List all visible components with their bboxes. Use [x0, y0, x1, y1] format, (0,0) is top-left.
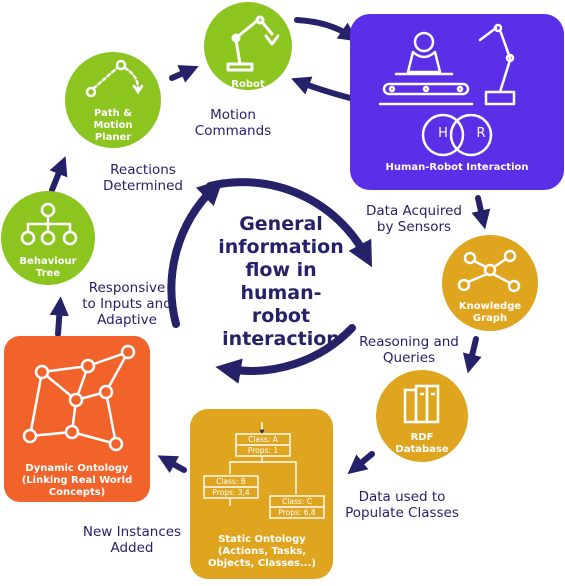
motion-commands-line-2: Commands [194, 123, 272, 139]
robot-label: Robot [231, 79, 265, 90]
dynamic-ontology-node [4, 336, 150, 502]
arrow-planer-to-robot [169, 65, 199, 83]
static-ontology-label: Static Ontology (Actions, Tasks, Objects… [200, 534, 324, 570]
arrow-robot-to-hri [294, 17, 358, 42]
title-line-5: interaction [222, 328, 340, 350]
hri-h-label: H [438, 126, 448, 141]
motion-commands-label: Motion Commands [188, 107, 278, 139]
arrow-tree-to-planer [49, 156, 68, 193]
path-motion-planer-node [65, 52, 161, 148]
title-line-3: flow in human- [240, 259, 322, 304]
rdf-database-node [376, 370, 468, 462]
kg-line-1: Knowledge [458, 301, 522, 312]
reactions-determined-label: Reactions Determined [96, 162, 190, 194]
network-icon [22, 344, 136, 452]
arrow-kg-to-rdf [462, 336, 482, 374]
arrow-static-to-dynamic [157, 455, 187, 474]
diagram-title: General information flow in human- robot… [206, 213, 356, 351]
reasoning-line-1: Reasoning and [359, 334, 459, 350]
motion-commands-line-1: Motion [210, 107, 256, 123]
robot-arm-icon [226, 15, 280, 72]
class-a-name: Class: A [248, 435, 278, 444]
planer-line-2: Motion [93, 120, 133, 131]
h-r-overlap-icon [421, 113, 493, 157]
tree-icon [20, 202, 78, 246]
dynamic-ontology-label: Dynamic Ontology (Linking Real World Con… [14, 463, 140, 499]
title-line-1: General [239, 213, 323, 235]
cycle-arrow-bottom [215, 324, 356, 384]
new-instances-line-1: New Instances [82, 524, 182, 540]
graph-icon [457, 249, 521, 293]
class-b-name: Class: B [216, 477, 246, 486]
title-line-2: information [218, 236, 344, 258]
populate-line-2: Populate Classes [345, 505, 459, 521]
class-b-props: Props: 3,4 [212, 488, 250, 497]
class-a-props: Props: 1 [247, 446, 279, 455]
behaviour-tree-label: Behaviour Tree [18, 256, 78, 280]
rdf-line-2: Database [395, 444, 449, 455]
reactions-line-2: Determined [103, 178, 183, 194]
center-cycle-arrows [167, 178, 373, 384]
cycle-arrow-top [206, 178, 373, 268]
dynamic-line-3: Concepts) [48, 487, 106, 498]
arrow-hri-to-robot [291, 76, 353, 101]
reasoning-line-2: Queries [382, 350, 436, 366]
reactions-line-1: Reactions [110, 162, 176, 178]
responsive-line-1: Responsive [88, 280, 166, 296]
responsive-label: Responsive to Inputs and Adaptive [74, 280, 180, 328]
tree-line-1: Behaviour [19, 256, 77, 267]
arrow-hri-to-kg [471, 195, 491, 230]
rdf-database-label: RDF Database [387, 432, 457, 456]
title-line-4: robot [251, 305, 311, 327]
bookshelf-icon [403, 384, 440, 424]
knowledge-graph-node [442, 235, 538, 331]
hri-label: Human-Robot Interaction [385, 162, 529, 173]
class-c-name: Class: C [282, 497, 312, 506]
behaviour-tree-node [1, 191, 95, 285]
industrial-robot-icon [478, 23, 516, 106]
cycle-arrow-left [167, 179, 224, 328]
hri-node [350, 14, 564, 190]
data-acquired-line-1: Data Acquired [366, 203, 462, 219]
human-worker-icon [378, 31, 474, 106]
data-acquired-line-2: by Sensors [376, 219, 452, 235]
reasoning-queries-label: Reasoning and Queries [354, 334, 464, 366]
data-populate-label: Data used to Populate Classes [336, 489, 468, 521]
path-icon [85, 59, 144, 98]
flow-arrows [49, 17, 491, 475]
static-ontology-node [190, 409, 333, 579]
static-line-3: Objects, Classes...) [208, 558, 316, 569]
dynamic-line-2: (Linking Real World [21, 475, 133, 486]
arrow-rdf-to-static [347, 451, 375, 475]
planer-line-3: Planer [94, 132, 132, 143]
hri-r-label: R [476, 126, 486, 141]
rdf-line-1: RDF [410, 432, 434, 443]
dynamic-line-1: Dynamic Ontology [25, 463, 129, 474]
arrow-dynamic-to-tree [49, 296, 69, 337]
class-c-props: Props: 6,8 [278, 508, 316, 517]
robot-node [204, 2, 292, 90]
knowledge-graph-label: Knowledge Graph [455, 301, 525, 325]
new-instances-label: New Instances Added [72, 524, 192, 556]
responsive-line-3: Adaptive [97, 312, 157, 328]
kg-line-2: Graph [472, 313, 508, 324]
populate-line-1: Data used to [358, 489, 446, 505]
data-acquired-label: Data Acquired by Sensors [362, 203, 466, 235]
responsive-line-2: to Inputs and [82, 296, 172, 312]
tree-line-2: Tree [35, 268, 61, 279]
new-instances-line-2: Added [110, 540, 154, 556]
planer-line-1: Path & [94, 108, 132, 119]
path-motion-planer-label: Path & Motion Planer [83, 108, 143, 144]
static-line-2: (Actions, Tasks, [217, 546, 307, 557]
static-line-1: Static Ontology [218, 534, 306, 545]
